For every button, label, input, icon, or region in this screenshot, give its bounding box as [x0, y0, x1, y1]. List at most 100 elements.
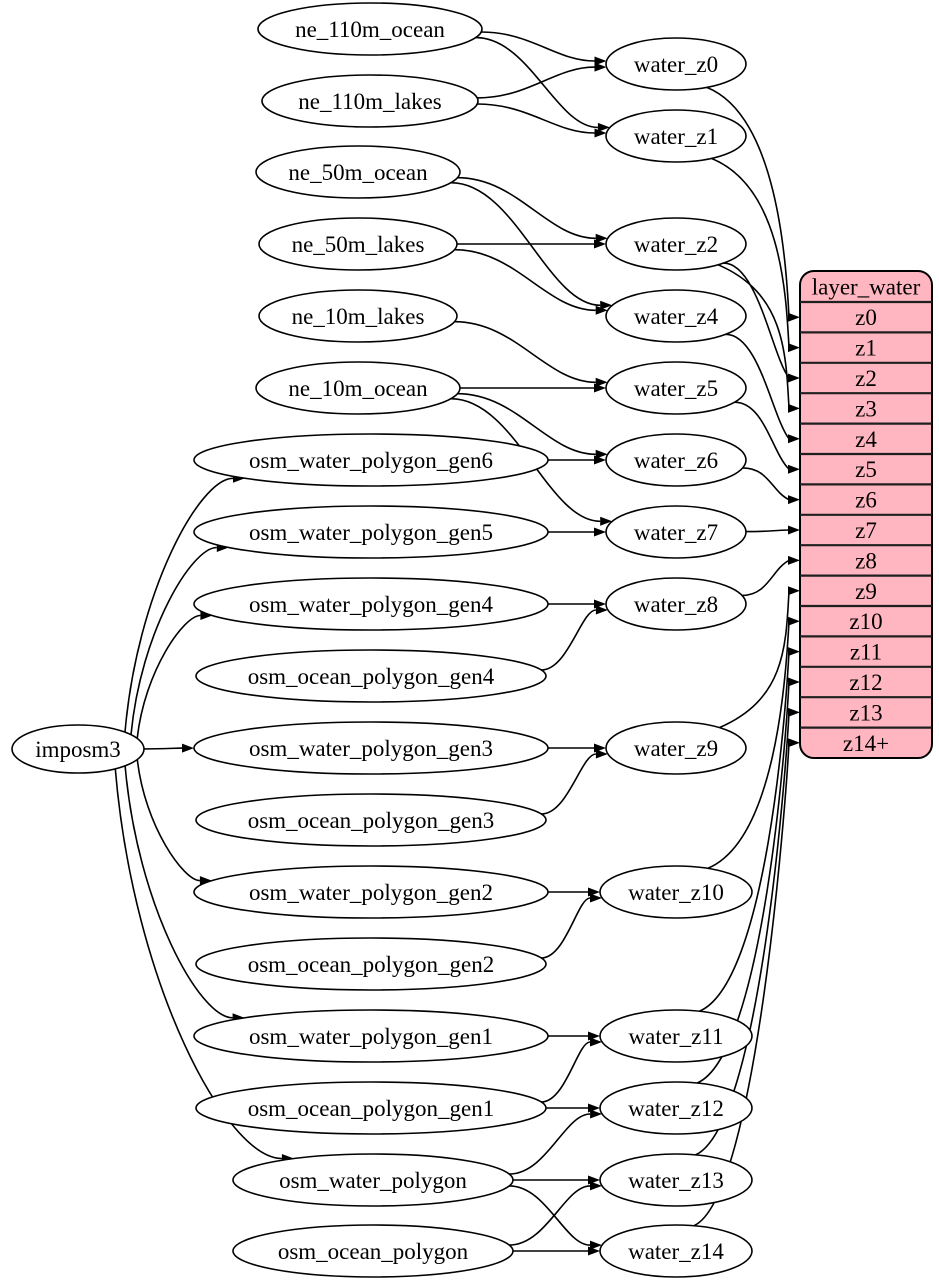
table-row-z11: z11: [850, 640, 882, 665]
edge-ne_110m_lakes-to-water_z1: [477, 103, 595, 134]
arrowhead-water_z7-to-z7: [788, 525, 800, 535]
table-row-z10: z10: [849, 609, 882, 634]
edge-water_z7-to-z7: [745, 529, 790, 533]
edge-water_z9-to-z9: [719, 590, 790, 729]
arrowhead-water_z0-to-z0: [788, 312, 800, 322]
arrowhead-ne_50m_lakes-to-water_z4: [595, 305, 608, 315]
arrowhead-imposm3-to-osm_water_polygon_gen3: [182, 743, 194, 753]
table-row-z6: z6: [855, 488, 877, 513]
arrowhead-ne_50m_lakes-to-water_z2: [594, 239, 606, 249]
edge-imposm3-to-osm_water_polygon_gen3: [143, 747, 183, 750]
edge-osm_ocean_polygon_gen2-to-water_z10: [541, 897, 591, 959]
osm_ocean_polygon_gen3-label: osm_ocean_polygon_gen3: [248, 808, 495, 833]
arrowhead-osm_ocean_polygon-to-water_z13: [590, 1181, 602, 1191]
layer-water-table-header: layer_water: [812, 275, 921, 300]
arrowhead-water_z6-to-z6: [788, 495, 800, 505]
node-osm_ocean_polygon: osm_ocean_polygon: [232, 1224, 514, 1278]
ne_110m_lakes-ellipse: [261, 74, 479, 128]
node-ne_50m_lakes: ne_50m_lakes: [258, 217, 458, 271]
arrowhead-ne_10m_lakes-to-water_z5: [595, 377, 608, 387]
osm_water_polygon_gen1-ellipse: [193, 1009, 549, 1063]
edge-ne_50m_ocean-to-water_z2: [457, 176, 596, 240]
water_z8-ellipse: [605, 577, 747, 631]
arrowhead-ne_110m_lakes-to-water_z1: [594, 128, 607, 138]
water_z1-label: water_z1: [634, 124, 718, 149]
table-row-z0: z0: [855, 305, 877, 330]
water_z6-label: water_z6: [634, 448, 718, 473]
edge-osm_ocean_polygon_gen4-to-water_z8: [541, 609, 597, 671]
water_z12-ellipse: [599, 1081, 753, 1135]
node-osm_water_polygon_gen3: osm_water_polygon_gen3: [193, 721, 549, 775]
arrowhead-ne_10m_ocean-to-water_z6: [595, 449, 608, 459]
arrowhead-osm_ocean_polygon_gen4-to-water_z8: [595, 605, 608, 615]
edge-imposm3-to-osm_water_polygon_gen6: [124, 477, 234, 733]
ne_110m_ocean-label: ne_110m_ocean: [295, 17, 445, 42]
edge-ne_10m_ocean-to-water_z6: [457, 392, 596, 456]
edge-imposm3-to-osm_water_polygon_gen5: [130, 546, 217, 735]
ne_50m_ocean-ellipse: [255, 145, 461, 199]
osm_ocean_polygon-label: osm_ocean_polygon: [278, 1239, 469, 1264]
node-water_z9: water_z9: [605, 721, 747, 775]
water_z10-ellipse: [599, 865, 753, 919]
arrowhead-ne_10m_ocean-to-water_z5: [594, 383, 606, 393]
osm_water_polygon_gen3-label: osm_water_polygon_gen3: [249, 736, 493, 761]
arrowhead-ne_110m_ocean-to-water_z1: [597, 122, 610, 132]
arrowhead-water_z5-to-z5: [788, 464, 800, 474]
osm_ocean_polygon_gen4-ellipse: [195, 649, 547, 703]
ne_50m_lakes-label: ne_50m_lakes: [292, 232, 425, 257]
water_z7-label: water_z7: [634, 520, 718, 545]
node-water_z6: water_z6: [605, 433, 747, 487]
arrowhead-ne_110m_ocean-to-water_z0: [594, 56, 607, 66]
ne_10m_ocean-ellipse: [255, 361, 461, 415]
water_z0-label: water_z0: [634, 52, 718, 77]
ne_10m_ocean-label: ne_10m_ocean: [288, 376, 428, 401]
edge-water_z8-to-z8: [741, 559, 790, 597]
node-ne_10m_ocean: ne_10m_ocean: [255, 361, 461, 415]
table-row-z13: z13: [849, 700, 882, 725]
arrowhead-osm_water_polygon_gen5-to-water_z7: [594, 527, 606, 537]
node-osm_water_polygon_gen2: osm_water_polygon_gen2: [193, 865, 549, 919]
water_z4-label: water_z4: [634, 304, 719, 329]
edge-water_z10-to-z10: [707, 621, 790, 870]
table-row-z5: z5: [855, 457, 877, 482]
arrowhead-osm_ocean_polygon_gen1-to-water_z11: [590, 1037, 602, 1047]
osm_water_polygon_gen5-label: osm_water_polygon_gen5: [249, 520, 493, 545]
node-water_z11: water_z11: [599, 1009, 753, 1063]
ne_10m_lakes-label: ne_10m_lakes: [292, 304, 425, 329]
edge-water_z4-to-z4: [725, 333, 790, 440]
arrowhead-water_z11-to-z11: [788, 647, 800, 657]
water_z5-ellipse: [605, 361, 747, 415]
node-water_z1: water_z1: [605, 109, 747, 163]
osm_ocean_polygon_gen2-label: osm_ocean_polygon_gen2: [248, 952, 495, 977]
arrowhead-water_z14-to-z14+: [788, 738, 800, 748]
node-imposm3: imposm3: [11, 724, 145, 774]
arrowhead-water_z10-to-z10: [788, 616, 800, 626]
arrowhead-osm_ocean_polygon_gen3-to-water_z9: [595, 749, 608, 759]
edge-ne_50m_lakes-to-water_z4: [454, 248, 596, 312]
edge-ne_10m_lakes-to-water_z5: [454, 320, 596, 384]
osm_ocean_polygon_gen2-ellipse: [195, 937, 547, 991]
edge-osm_water_polygon-to-water_z12: [509, 1113, 591, 1175]
arrowhead-osm_water_polygon-to-water_z14: [590, 1240, 602, 1250]
node-ne_110m_ocean: ne_110m_ocean: [257, 2, 483, 56]
arrowhead-ne_50m_ocean-to-water_z2: [595, 233, 608, 243]
edge-ne_110m_ocean-to-water_z1: [475, 36, 598, 129]
arrowhead-water_z4-to-z4: [788, 434, 800, 444]
water_z0-ellipse: [605, 37, 747, 91]
edge-water_z0-to-z0: [706, 86, 790, 318]
edges: [114, 31, 800, 1256]
water_z14-label: water_z14: [628, 1239, 724, 1264]
water_z9-label: water_z9: [634, 736, 718, 761]
table-row-z1: z1: [855, 336, 877, 361]
arrowhead-water_z2-to-z2: [788, 373, 800, 383]
water_z9-ellipse: [605, 721, 747, 775]
arrowhead-water_z2-to-z3: [788, 403, 800, 413]
osm_water_polygon-ellipse: [232, 1153, 514, 1207]
osm_water_polygon_gen1-label: osm_water_polygon_gen1: [249, 1024, 493, 1049]
edge-water_z1-to-z1: [711, 157, 790, 348]
node-water_z14: water_z14: [599, 1224, 753, 1278]
node-osm_ocean_polygon_gen2: osm_ocean_polygon_gen2: [195, 937, 547, 991]
ne_110m_lakes-label: ne_110m_lakes: [298, 89, 442, 114]
node-water_z12: water_z12: [599, 1081, 753, 1135]
